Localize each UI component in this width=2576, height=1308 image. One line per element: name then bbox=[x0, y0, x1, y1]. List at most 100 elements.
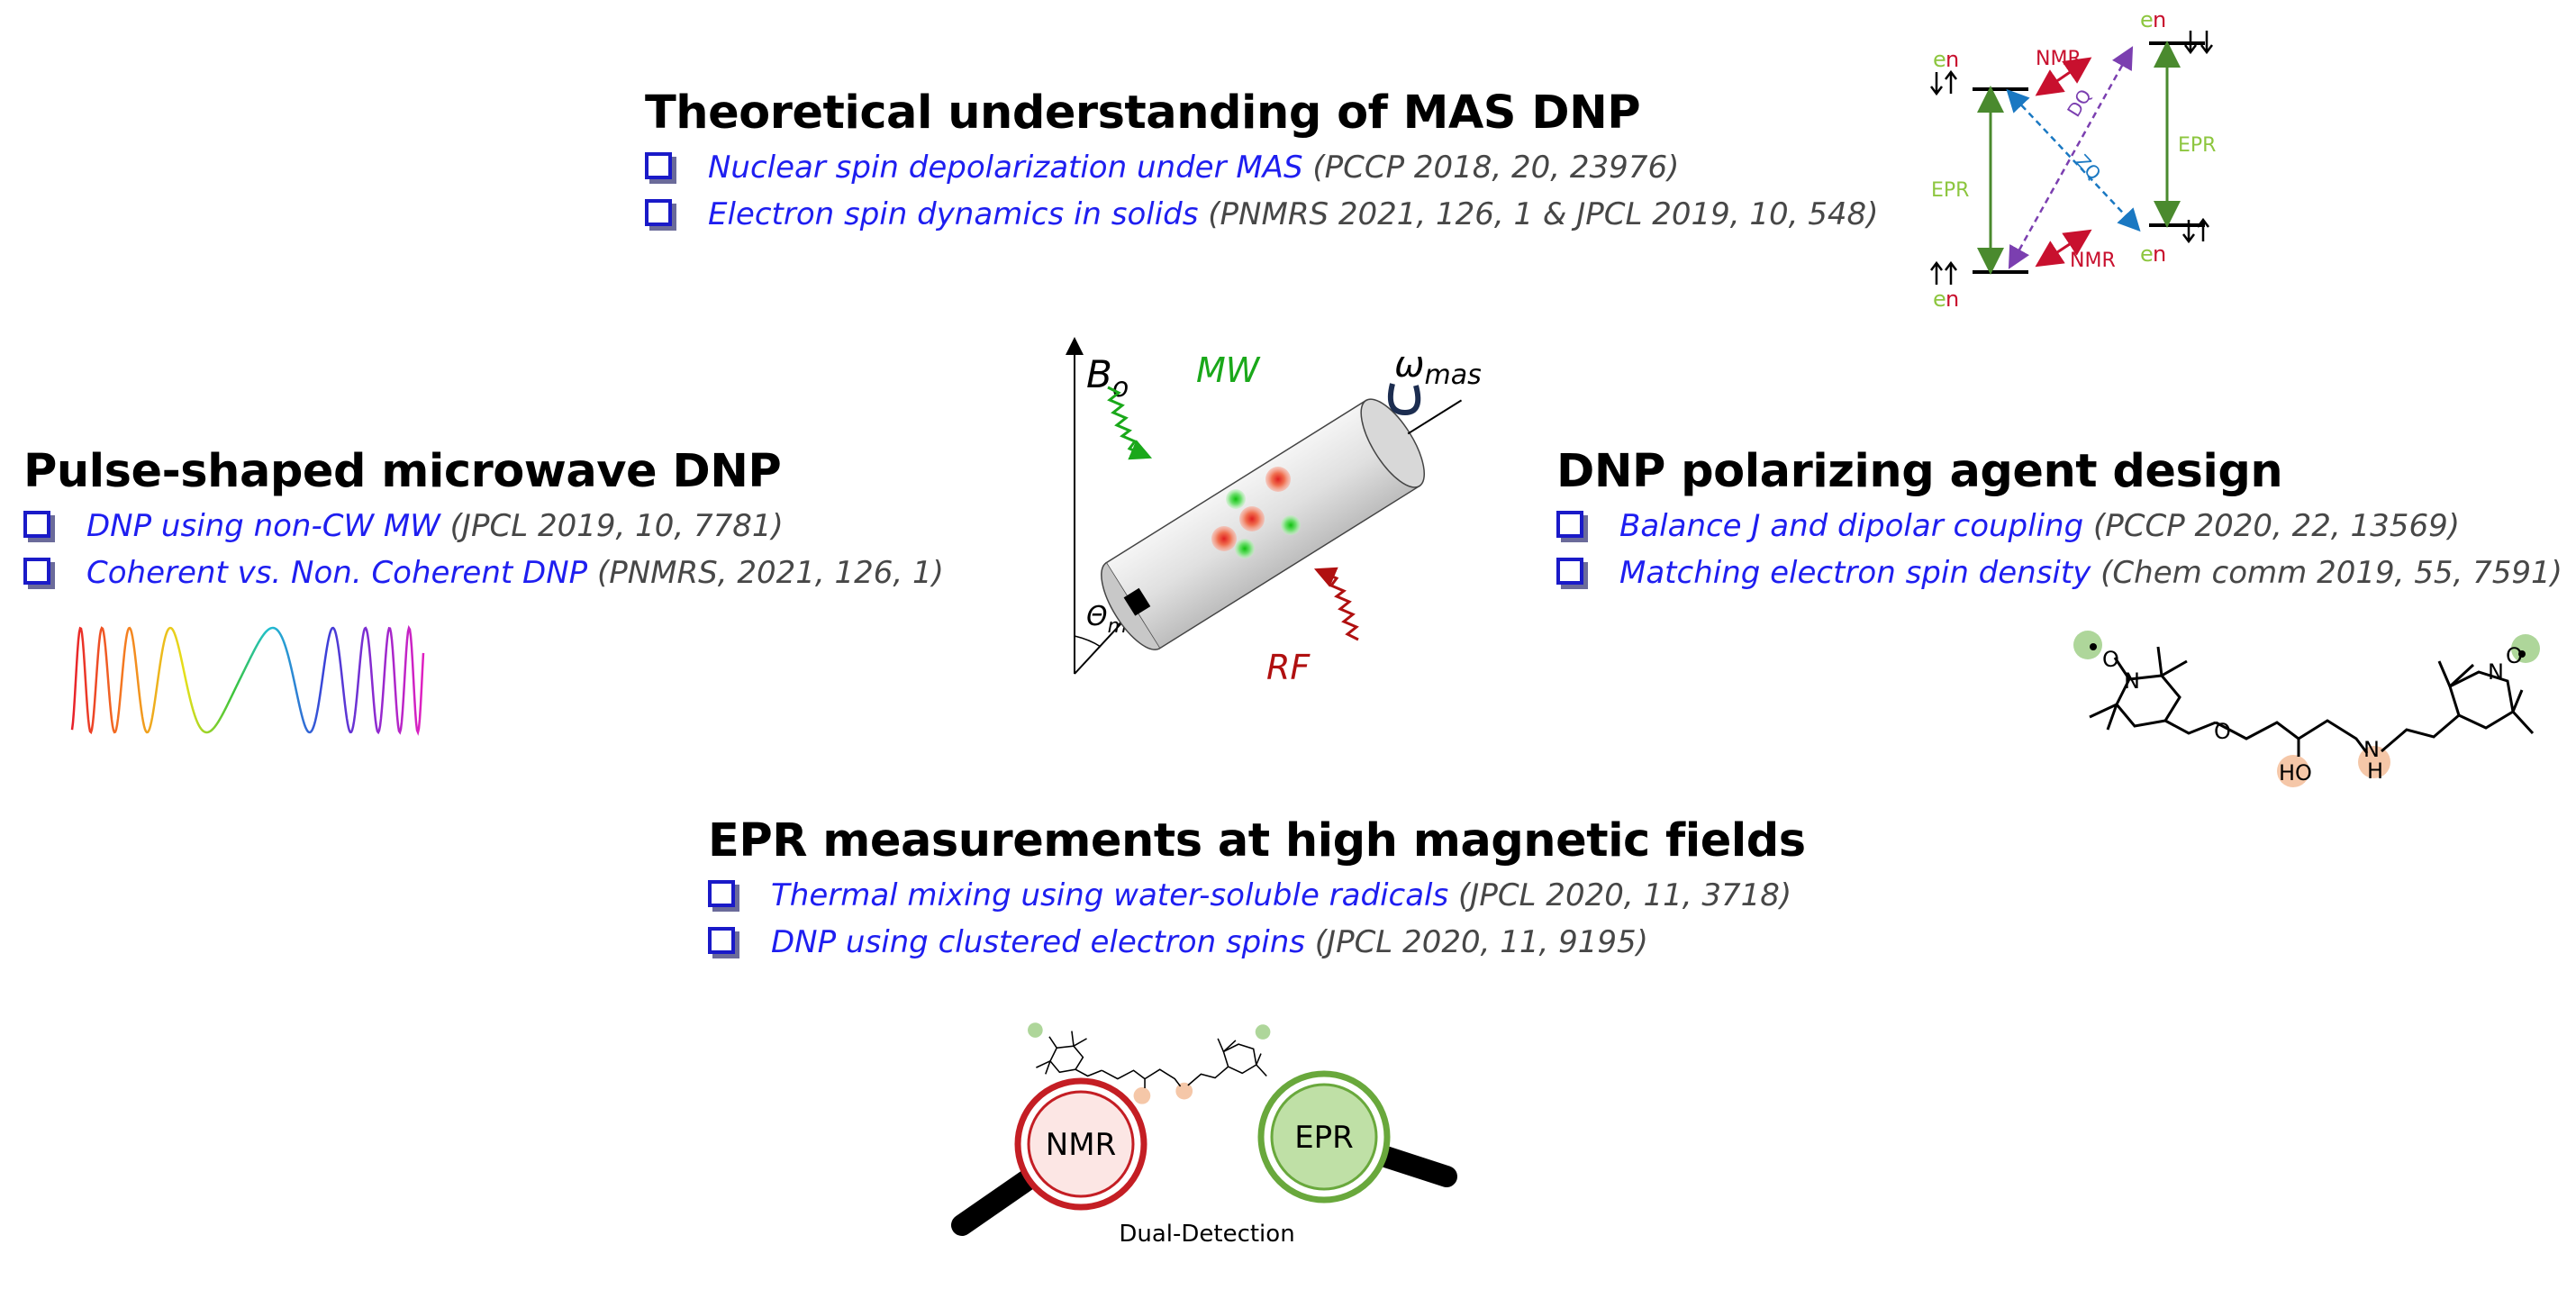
item-topic: DNP using non-CW MW bbox=[86, 508, 440, 544]
rf-wave-icon bbox=[1313, 567, 1359, 641]
item-topic: Thermal mixing using water-soluble radic… bbox=[771, 877, 1449, 913]
omega-mas-label: ωmas bbox=[1394, 344, 1482, 391]
spin-density-highlight bbox=[2511, 634, 2540, 663]
svg-text:e: e bbox=[2140, 7, 2154, 32]
svg-text:HO: HO bbox=[2279, 760, 2312, 786]
svg-text:H: H bbox=[2367, 758, 2383, 784]
nmr-magnifier-icon bbox=[951, 1077, 1147, 1236]
mw-label: MW bbox=[1196, 350, 1261, 390]
list-item: Balance J and dipolar coupling (PCCP 202… bbox=[1556, 503, 2562, 550]
checkbox-bullet-icon bbox=[645, 199, 672, 226]
spin-state-label: e n bbox=[2140, 7, 2213, 55]
item-topic: Electron spin dynamics in solids bbox=[708, 196, 1199, 232]
item-topic: Matching electron spin density bbox=[1619, 555, 2091, 591]
item-topic: DNP using clustered electron spins bbox=[771, 924, 1305, 960]
checkbox-bullet-icon bbox=[1556, 558, 1583, 585]
biradical-molecule: O N O HO N H N O bbox=[2073, 631, 2540, 787]
list-item: Coherent vs. Non. Coherent DNP (PNMRS, 2… bbox=[23, 550, 944, 596]
svg-text:n: n bbox=[1946, 286, 1959, 312]
list-item: DNP using non-CW MW (JPCL 2019, 10, 7781… bbox=[23, 503, 944, 550]
checkbox-bullet-icon bbox=[1556, 511, 1583, 538]
spin-density-highlight bbox=[2073, 631, 2102, 659]
spin-state-label: e n bbox=[2140, 217, 2209, 267]
item-reference: (JPCL 2020, 11, 3718) bbox=[1448, 877, 1792, 913]
section-theory: Theoretical understanding of MAS DNP Nuc… bbox=[645, 86, 1878, 238]
checkbox-bullet-icon bbox=[708, 927, 735, 954]
svg-text:N: N bbox=[2124, 668, 2140, 694]
svg-text:e: e bbox=[1933, 47, 1946, 72]
item-reference: (PNMRS, 2021, 126, 1) bbox=[587, 555, 944, 591]
electron-spin-dot bbox=[1239, 506, 1265, 531]
svg-text:O: O bbox=[2102, 647, 2119, 672]
spin-state-label: e n bbox=[1930, 47, 1959, 96]
chirped-microwave-waveform bbox=[70, 624, 425, 736]
svg-text:n: n bbox=[2153, 7, 2166, 32]
checkbox-bullet-icon bbox=[645, 152, 672, 179]
epr-magnifier-icon bbox=[1257, 1070, 1457, 1204]
dq-transition-arrow bbox=[2008, 46, 2134, 269]
nuclear-spin-dot bbox=[1226, 489, 1246, 509]
item-reference: (Chem comm 2019, 55, 7591) bbox=[2091, 555, 2562, 591]
electron-spin-dot bbox=[1211, 526, 1237, 551]
nmr-transition-arrow bbox=[2035, 57, 2092, 96]
chirp-wave bbox=[70, 624, 425, 736]
list-item: Nuclear spin depolarization under MAS (P… bbox=[645, 144, 1878, 191]
hydrogen-highlight bbox=[2358, 746, 2390, 778]
nmr-label: NMR bbox=[2070, 250, 2116, 272]
electron-spin-dot bbox=[1265, 467, 1291, 492]
hydrogen-highlight bbox=[2277, 755, 2309, 787]
section-heading: DNP polarizing agent design bbox=[1556, 445, 2283, 498]
epr-label: EPR bbox=[2178, 134, 2216, 157]
checkbox-bullet-icon bbox=[708, 880, 735, 907]
energy-level-diagram: NMR NMR EPR EPR DQ ZQ e n e n e n e n bbox=[1930, 7, 2216, 312]
rotation-arrow-icon bbox=[1387, 383, 1421, 416]
list-item: Thermal mixing using water-soluble radic… bbox=[708, 872, 1806, 919]
list-item: Matching electron spin density (Chem com… bbox=[1556, 550, 2562, 596]
molecule-bonds bbox=[2089, 646, 2535, 757]
nmr-transition-arrow bbox=[2035, 229, 2092, 268]
epr-magnifier-label: EPR bbox=[1294, 1120, 1354, 1156]
item-reference: (JPCL 2020, 11, 9195) bbox=[1304, 924, 1648, 960]
svg-text:N: N bbox=[2363, 737, 2380, 762]
svg-text:n: n bbox=[1946, 47, 1959, 72]
dual-detection-illustration: NMR EPR Dual-Detection bbox=[951, 1022, 1457, 1248]
nmr-magnifier-label: NMR bbox=[1046, 1127, 1116, 1163]
zq-transition-arrow bbox=[2006, 88, 2141, 232]
zq-label: ZQ bbox=[2072, 150, 2106, 185]
section-heading: Pulse-shaped microwave DNP bbox=[23, 445, 782, 498]
dual-detection-caption: Dual-Detection bbox=[1119, 1221, 1294, 1248]
magic-angle-arc bbox=[1074, 635, 1102, 648]
biradical-molecule-small bbox=[1028, 1022, 1271, 1104]
section-heading: EPR measurements at high magnetic fields bbox=[708, 814, 1806, 867]
svg-text:n: n bbox=[2153, 241, 2166, 267]
list-item: Electron spin dynamics in solids (PNMRS … bbox=[645, 191, 1878, 238]
dq-label: DQ bbox=[2063, 86, 2096, 121]
microwave-wave-icon bbox=[1107, 386, 1153, 460]
nuclear-spin-dot bbox=[1281, 515, 1301, 535]
b0-label: Bo bbox=[1086, 352, 1129, 404]
rotor-cylinder bbox=[1101, 398, 1463, 650]
section-agent-design: DNP polarizing agent design Balance J an… bbox=[1556, 445, 2562, 596]
item-topic: Nuclear spin depolarization under MAS bbox=[708, 150, 1303, 186]
epr-label: EPR bbox=[1931, 179, 1969, 202]
item-topic: Balance J and dipolar coupling bbox=[1619, 508, 2084, 544]
svg-text:O: O bbox=[2214, 719, 2231, 744]
spin-state-label: e n bbox=[1930, 260, 1959, 312]
item-reference: (PNMRS 2021, 126, 1 & JPCL 2019, 10, 548… bbox=[1198, 196, 1879, 232]
mas-rotor-diagram: Bo Θm ωmas MW RF bbox=[1066, 337, 1482, 687]
nmr-label: NMR bbox=[2036, 48, 2082, 70]
list-item: DNP using clustered electron spins (JPCL… bbox=[708, 919, 1806, 966]
item-topic: Coherent vs. Non. Coherent DNP bbox=[86, 555, 588, 591]
item-reference: (JPCL 2019, 10, 7781) bbox=[440, 508, 784, 544]
svg-text:e: e bbox=[1933, 286, 1946, 312]
item-reference: (PCCP 2018, 20, 23976) bbox=[1302, 150, 1680, 186]
checkbox-bullet-icon bbox=[23, 558, 50, 585]
section-epr-measurements: EPR measurements at high magnetic fields… bbox=[708, 814, 1806, 966]
svg-text:O: O bbox=[2506, 643, 2523, 668]
rf-label: RF bbox=[1266, 648, 1311, 687]
section-pulse-shaped: Pulse-shaped microwave DNP DNP using non… bbox=[23, 445, 944, 596]
svg-text:N: N bbox=[2488, 659, 2504, 685]
checkbox-bullet-icon bbox=[23, 511, 50, 538]
section-heading: Theoretical understanding of MAS DNP bbox=[645, 86, 1641, 140]
svg-text:e: e bbox=[2140, 241, 2154, 267]
